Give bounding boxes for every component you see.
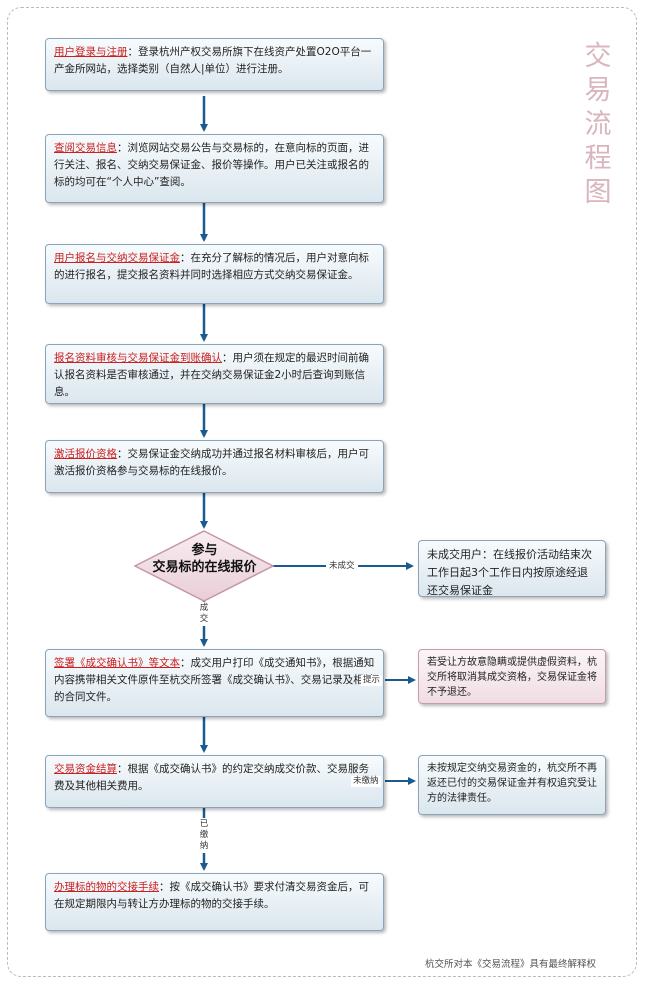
step-review-confirm-text: ：用户须在规定的最迟时间前确认报名资料是否审核通过，并在交纳交易保证金2小时后查… xyxy=(54,352,369,398)
decision-diamond xyxy=(133,530,275,602)
step-settlement-text: ：根据《成交确认书》的约定交纳成交价款、交易服务费及其他相关费用。 xyxy=(54,763,369,792)
step-settlement: 交易资金结算：根据《成交确认书》的约定交纳成交价款、交易服务费及其他相关费用。 xyxy=(45,755,384,808)
step-review-confirm: 报名资料审核与交易保证金到账确认：用户须在规定的最迟时间前确认报名资料是否审核通… xyxy=(45,344,384,404)
step-handover: 办理标的物的交接手续：按《成交确认书》要求付清交易资金后，可在规定期限内与转让方… xyxy=(45,873,384,931)
label-hint: 提示 xyxy=(361,675,383,686)
step-register-text: ：登录杭州产权交易所旗下在线资产处置O2O平台一产金所网站，选择类别（自然人|单… xyxy=(54,46,372,75)
step-browse-link[interactable]: 查阅交易信息 xyxy=(54,142,117,154)
side-title: 交易流程图 xyxy=(584,41,612,208)
decision-label: 参与 交易标的在线报价 xyxy=(137,542,272,576)
label-paid: 已缴纳 xyxy=(198,818,210,853)
decision-line-1: 参与 xyxy=(191,543,218,558)
step-sign-docs-link[interactable]: 签署《成交确认书》等文本 xyxy=(54,657,180,669)
step-sign-docs: 签署《成交确认书》等文本：成交用户打印《成交通知书》，根据通知内容携带相关文件原… xyxy=(45,649,384,717)
step-activate-bid-link[interactable]: 激活报价资格 xyxy=(54,448,117,460)
step-signup-deposit-text: ：在充分了解标的情况后，用户对意向标的进行报名，提交报名资料并同时选择相应方式交… xyxy=(54,252,369,281)
step-activate-bid-text: ：交易保证金交纳成功并通过报名材料审核后，用户可激活报价资格参与交易标的在线报价… xyxy=(54,448,369,477)
step-signup-deposit-link[interactable]: 用户报名与交纳交易保证金 xyxy=(54,252,180,264)
step-browse-text: ：浏览网站交易公告与交易标的，在意向标的页面，进行关注、报名、交纳交易保证金、报… xyxy=(54,142,369,188)
note-unpaid: 未按规定交纳交易资金的，杭交所不再返还已付的交易保证金并有权追究受让方的法律责任… xyxy=(418,755,606,815)
page-frame xyxy=(7,7,637,977)
step-register: 用户登录与注册：登录杭州产权交易所旗下在线资产处置O2O平台一产金所网站，选择类… xyxy=(45,38,384,91)
step-review-confirm-link[interactable]: 报名资料审核与交易保证金到账确认 xyxy=(54,352,222,364)
step-handover-text: ：按《成交确认书》要求付清交易资金后，可在规定期限内与转让方办理标的物的交接手续… xyxy=(54,881,369,910)
footer-disclaimer: 杭交所对本《交易流程》具有最终解释权 xyxy=(425,959,597,970)
label-unpaid: 未缴纳 xyxy=(351,776,381,787)
decision-line-2: 交易标的在线报价 xyxy=(152,560,257,575)
step-browse: 查阅交易信息：浏览网站交易公告与交易标的，在意向标的页面，进行关注、报名、交纳交… xyxy=(45,134,384,203)
step-handover-link[interactable]: 办理标的物的交接手续 xyxy=(54,881,159,893)
step-sign-docs-text: ：成交用户打印《成交通知书》，根据通知内容携带相关文件原件至杭交所签署《成交确认… xyxy=(54,657,375,703)
step-activate-bid: 激活报价资格：交易保证金交纳成功并通过报名材料审核后，用户可激活报价资格参与交易… xyxy=(45,440,384,493)
note-not-deal: 未成交用户：在线报价活动结束次工作日起3个工作日内按原途经退还交易保证金 xyxy=(418,540,606,597)
step-register-link[interactable]: 用户登录与注册 xyxy=(54,46,128,58)
step-signup-deposit: 用户报名与交纳交易保证金：在充分了解标的情况后，用户对意向标的进行报名，提交报名… xyxy=(45,244,384,304)
label-not-deal: 未成交 xyxy=(326,561,358,572)
step-settlement-link[interactable]: 交易资金结算 xyxy=(54,763,117,775)
label-deal: 成交 xyxy=(198,602,210,626)
note-hint: 若受让方故意隐瞒或提供虚假资料，杭交所将取消其成交资格，交易保证金将不予退还。 xyxy=(418,649,606,704)
